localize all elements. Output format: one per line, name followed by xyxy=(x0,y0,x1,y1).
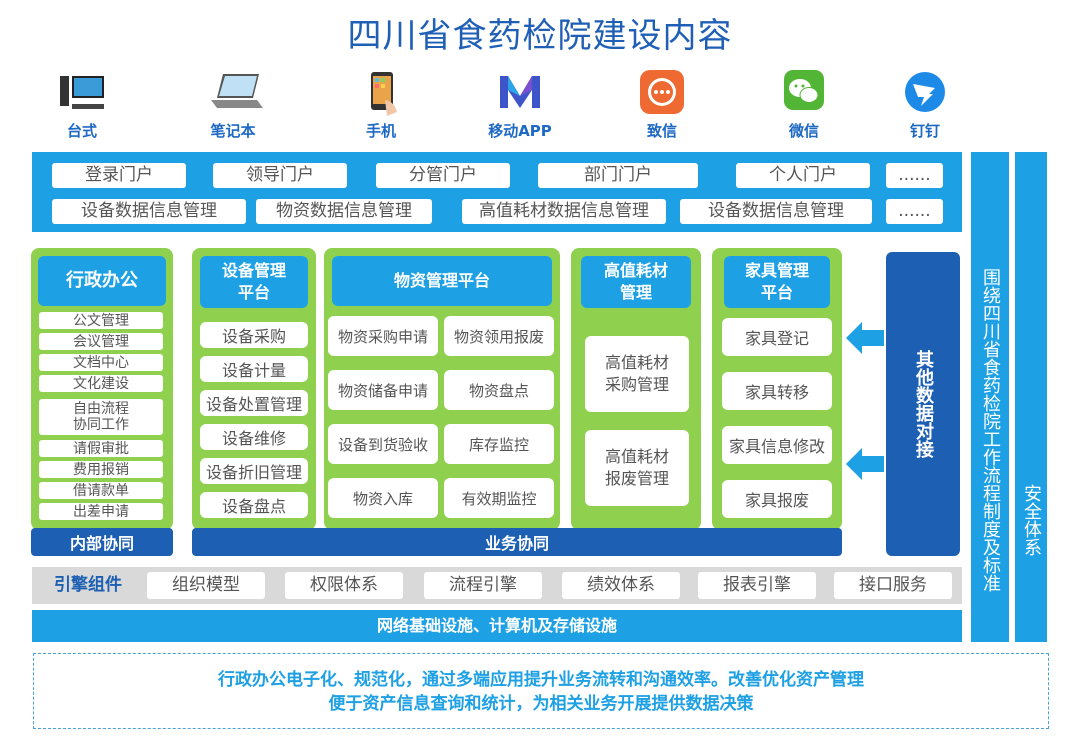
portal-consumables-data[interactable]: 高值耗材数据信息管理 xyxy=(462,199,666,224)
admin-item-doc-center[interactable]: 文档中心 xyxy=(39,354,163,371)
desktop-computer-icon xyxy=(58,70,106,114)
summary-line-2: 便于资产信息查询和统计，为相关业务开展提供数据决策 xyxy=(328,694,754,714)
summary-line-1: 行政办公电子化、规范化，通过多端应用提升业务流转和沟通效率。改善优化资产管理 xyxy=(218,670,864,690)
portal-department[interactable]: 部门门户 xyxy=(538,163,698,188)
device-wechat[interactable]: 微信 xyxy=(754,70,854,141)
consumables-scrap[interactable]: 高值耗材 报废管理 xyxy=(585,430,689,506)
admin-item-meetings[interactable]: 会议管理 xyxy=(39,333,163,350)
portal-login[interactable]: 登录门户 xyxy=(52,163,186,188)
admin-item-loan[interactable]: 借请款单 xyxy=(39,482,163,499)
consumables-header: 高值耗材 管理 xyxy=(581,256,691,308)
device-mobile-app[interactable]: 移动APP xyxy=(470,70,570,141)
device-desktop[interactable]: 台式 xyxy=(32,70,132,141)
equipment-repair[interactable]: 设备维修 xyxy=(200,424,308,450)
equipment-panel: 设备管理 平台 设备采购 设备计量 设备处置管理 设备维修 设备折旧管理 设备盘… xyxy=(192,248,316,530)
furniture-header: 家具管理 平台 xyxy=(724,256,830,308)
expiry-monitoring[interactable]: 有效期监控 xyxy=(444,478,554,518)
mobile-app-logo-icon xyxy=(496,70,544,114)
admin-office-panel: 行政办公 公文管理 会议管理 文档中心 文化建设 自由流程 协同工作 请假审批 … xyxy=(31,248,173,530)
portal-leader[interactable]: 领导门户 xyxy=(213,163,347,188)
materials-inventory[interactable]: 物资盘点 xyxy=(444,370,554,410)
engine-permissions[interactable]: 权限体系 xyxy=(285,572,403,599)
device-zhixin[interactable]: 致信 xyxy=(612,70,712,141)
materials-reserve-request[interactable]: 物资储备申请 xyxy=(328,370,438,410)
equipment-arrival-check[interactable]: 设备到货验收 xyxy=(328,424,438,464)
device-label: 移动APP xyxy=(488,122,552,140)
device-label: 微信 xyxy=(788,122,819,140)
materials-purchase-request[interactable]: 物资采购申请 xyxy=(328,316,438,356)
device-label: 笔记本 xyxy=(210,122,256,140)
furniture-info-edit[interactable]: 家具信息修改 xyxy=(722,426,832,464)
page-title: 四川省食药检院建设内容 xyxy=(347,16,733,56)
materials-storage[interactable]: 物资入库 xyxy=(328,478,438,518)
materials-header: 物资管理平台 xyxy=(332,256,552,306)
admin-item-expenses[interactable]: 费用报销 xyxy=(39,461,163,478)
engine-performance[interactable]: 绩效体系 xyxy=(562,572,680,599)
wechat-icon xyxy=(780,70,828,114)
furniture-scrap[interactable]: 家具报废 xyxy=(722,480,832,518)
equipment-disposal[interactable]: 设备处置管理 xyxy=(200,390,308,416)
device-label: 台式 xyxy=(66,122,97,140)
arrow-left-icon xyxy=(846,322,884,354)
furniture-transfer[interactable]: 家具转移 xyxy=(722,372,832,410)
device-label: 致信 xyxy=(646,122,677,140)
security-system-band: 安全体系 xyxy=(1015,152,1047,642)
admin-item-leave[interactable]: 请假审批 xyxy=(39,440,163,457)
portal-panel: 登录门户 领导门户 分管门户 部门门户 个人门户 ...... 设备数据信息管理… xyxy=(32,152,962,232)
stock-monitoring[interactable]: 库存监控 xyxy=(444,424,554,464)
admin-item-documents[interactable]: 公文管理 xyxy=(39,312,163,329)
engine-reports[interactable]: 报表引擎 xyxy=(698,572,816,599)
admin-office-header: 行政办公 xyxy=(38,256,166,306)
equipment-inventory[interactable]: 设备盘点 xyxy=(200,492,308,518)
device-label: 钉钉 xyxy=(909,122,940,140)
workflow-system-band: 围绕四川省食药检院工作流程制度及标准 xyxy=(971,152,1009,642)
engine-org-model[interactable]: 组织模型 xyxy=(147,572,265,599)
equipment-metering[interactable]: 设备计量 xyxy=(200,356,308,382)
furniture-panel: 家具管理 平台 家具登记 家具转移 家具信息修改 家具报废 xyxy=(712,248,842,530)
engine-workflow[interactable]: 流程引擎 xyxy=(424,572,542,599)
materials-panel: 物资管理平台 物资采购申请 物资领用报废 物资储备申请 物资盘点 设备到货验收 … xyxy=(324,248,560,530)
portal-equipment-data-2[interactable]: 设备数据信息管理 xyxy=(680,199,872,224)
device-phone[interactable]: 手机 xyxy=(331,70,431,141)
engine-interface[interactable]: 接口服务 xyxy=(834,572,952,599)
workflow-system-label: 围绕四川省食药检院工作流程制度及标准 xyxy=(980,268,1001,592)
device-dingtalk[interactable]: 钉钉 xyxy=(875,70,975,141)
dingtalk-icon xyxy=(901,70,949,114)
portal-more[interactable]: ...... xyxy=(886,163,943,188)
consumables-purchase[interactable]: 高值耗材 采购管理 xyxy=(585,336,689,412)
equipment-depreciation[interactable]: 设备折旧管理 xyxy=(200,458,308,484)
equipment-header: 设备管理 平台 xyxy=(200,256,308,308)
device-label: 手机 xyxy=(365,122,396,140)
admin-item-culture[interactable]: 文化建设 xyxy=(39,375,163,392)
internal-collaboration-bar: 内部协同 xyxy=(31,528,173,556)
other-data-label: 其他数据对接 xyxy=(913,350,934,458)
other-data-integration: 其他数据对接 xyxy=(886,252,960,556)
portal-supervisor[interactable]: 分管门户 xyxy=(376,163,510,188)
materials-requisition[interactable]: 物资领用报废 xyxy=(444,316,554,356)
portal-equipment-data[interactable]: 设备数据信息管理 xyxy=(52,199,246,224)
equipment-purchase[interactable]: 设备采购 xyxy=(200,322,308,348)
device-laptop[interactable]: 笔记本 xyxy=(183,70,283,141)
zhixin-chat-icon xyxy=(638,70,686,114)
mobile-phone-icon xyxy=(357,70,405,116)
portal-personal[interactable]: 个人门户 xyxy=(736,163,870,188)
portal-more-2[interactable]: ...... xyxy=(886,199,943,224)
infrastructure-bar: 网络基础设施、计算机及存储设施 xyxy=(32,610,962,642)
laptop-icon xyxy=(209,70,263,114)
admin-item-free-flow[interactable]: 自由流程 协同工作 xyxy=(39,399,163,435)
engine-components-panel: 引擎组件 组织模型 权限体系 流程引擎 绩效体系 报表引擎 接口服务 xyxy=(32,567,962,604)
business-collaboration-bar: 业务协同 xyxy=(192,528,842,556)
security-system-label: 安全体系 xyxy=(1021,484,1042,556)
engine-label: 引擎组件 xyxy=(54,575,122,595)
arrow-left-icon xyxy=(846,448,884,480)
furniture-register[interactable]: 家具登记 xyxy=(722,318,832,356)
portal-materials-data[interactable]: 物资数据信息管理 xyxy=(256,199,432,224)
summary-box: 行政办公电子化、规范化，通过多端应用提升业务流转和沟通效率。改善优化资产管理 便… xyxy=(33,653,1049,729)
admin-item-travel[interactable]: 出差申请 xyxy=(39,503,163,520)
consumables-panel: 高值耗材 管理 高值耗材 采购管理 高值耗材 报废管理 xyxy=(571,248,701,530)
